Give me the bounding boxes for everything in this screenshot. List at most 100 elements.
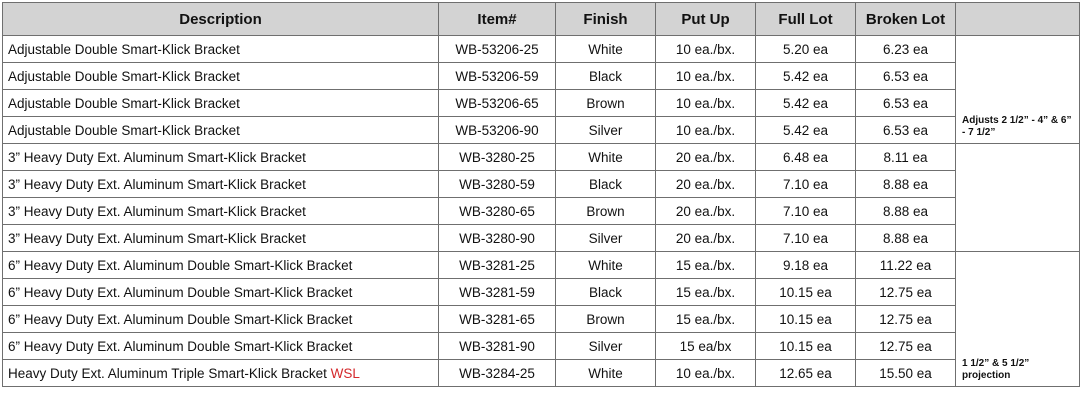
description-tag: WSL bbox=[330, 365, 360, 381]
cell-finish: Brown bbox=[555, 197, 656, 225]
cell-item-number: WB-3281-90 bbox=[438, 332, 556, 360]
table-row: 6” Heavy Duty Ext. Aluminum Double Smart… bbox=[2, 251, 1080, 387]
cell-broken-lot: 11.22 ea bbox=[855, 251, 956, 279]
cell-broken-lot: 8.11 ea bbox=[855, 143, 956, 171]
cell-broken-lot: 8.88 ea bbox=[855, 197, 956, 225]
cell-put-up: 15 ea/bx bbox=[655, 332, 756, 360]
cell-description: 3” Heavy Duty Ext. Aluminum Smart-Klick … bbox=[2, 224, 439, 252]
table-row: 6” Heavy Duty Ext. Aluminum Double Smart… bbox=[2, 305, 1080, 333]
description-text: 6” Heavy Duty Ext. Aluminum Double Smart… bbox=[8, 257, 353, 273]
cell-broken-lot: 12.75 ea bbox=[855, 332, 956, 360]
cell-finish: Silver bbox=[555, 224, 656, 252]
cell-full-lot: 5.42 ea bbox=[755, 89, 856, 117]
description-text: Adjustable Double Smart-Klick Bracket bbox=[8, 68, 240, 84]
cell-full-lot: 12.65 ea bbox=[755, 359, 856, 387]
cell-description: Adjustable Double Smart-Klick Bracket bbox=[2, 35, 439, 63]
cell-finish: Black bbox=[555, 278, 656, 306]
cell-full-lot: 10.15 ea bbox=[755, 332, 856, 360]
header-row: Description Item# Finish Put Up Full Lot… bbox=[2, 2, 1080, 36]
description-text: 3” Heavy Duty Ext. Aluminum Smart-Klick … bbox=[8, 176, 306, 192]
cell-item-number: WB-3280-25 bbox=[438, 143, 556, 171]
cell-item-number: WB-3280-65 bbox=[438, 197, 556, 225]
cell-description: 6” Heavy Duty Ext. Aluminum Double Smart… bbox=[2, 278, 439, 306]
cell-item-number: WB-3284-25 bbox=[438, 359, 556, 387]
description-text: 6” Heavy Duty Ext. Aluminum Double Smart… bbox=[8, 338, 353, 354]
cell-broken-lot: 12.75 ea bbox=[855, 278, 956, 306]
cell-description: Heavy Duty Ext. Aluminum Triple Smart-Kl… bbox=[2, 359, 439, 387]
cell-note bbox=[955, 143, 1080, 252]
description-text: Adjustable Double Smart-Klick Bracket bbox=[8, 95, 240, 111]
cell-broken-lot: 6.53 ea bbox=[855, 62, 956, 90]
cell-finish: White bbox=[555, 35, 656, 63]
cell-put-up: 15 ea./bx. bbox=[655, 251, 756, 279]
cell-put-up: 20 ea./bx. bbox=[655, 170, 756, 198]
cell-broken-lot: 6.53 ea bbox=[855, 89, 956, 117]
cell-description: 3” Heavy Duty Ext. Aluminum Smart-Klick … bbox=[2, 170, 439, 198]
cell-item-number: WB-3280-59 bbox=[438, 170, 556, 198]
cell-finish: White bbox=[555, 359, 656, 387]
cell-finish: Silver bbox=[555, 116, 656, 144]
table-row: 6” Heavy Duty Ext. Aluminum Double Smart… bbox=[2, 278, 1080, 306]
cell-full-lot: 7.10 ea bbox=[755, 224, 856, 252]
header-notes bbox=[955, 2, 1080, 36]
cell-broken-lot: 8.88 ea bbox=[855, 224, 956, 252]
cell-description: 3” Heavy Duty Ext. Aluminum Smart-Klick … bbox=[2, 143, 439, 171]
cell-finish: White bbox=[555, 251, 656, 279]
cell-full-lot: 10.15 ea bbox=[755, 278, 856, 306]
cell-put-up: 10 ea./bx. bbox=[655, 35, 756, 63]
cell-description: Adjustable Double Smart-Klick Bracket bbox=[2, 116, 439, 144]
table-row: 3” Heavy Duty Ext. Aluminum Smart-Klick … bbox=[2, 170, 1080, 198]
header-description: Description bbox=[2, 2, 439, 36]
cell-item-number: WB-3280-90 bbox=[438, 224, 556, 252]
cell-put-up: 10 ea./bx. bbox=[655, 359, 756, 387]
cell-full-lot: 6.48 ea bbox=[755, 143, 856, 171]
cell-item-number: WB-53206-90 bbox=[438, 116, 556, 144]
cell-full-lot: 9.18 ea bbox=[755, 251, 856, 279]
header-finish: Finish bbox=[555, 2, 656, 36]
cell-note: Adjusts 2 1/2” - 4” & 6” - 7 1/2” bbox=[955, 35, 1080, 144]
description-text: 3” Heavy Duty Ext. Aluminum Smart-Klick … bbox=[8, 149, 306, 165]
table-row: 3” Heavy Duty Ext. Aluminum Smart-Klick … bbox=[2, 224, 1080, 252]
cell-full-lot: 5.42 ea bbox=[755, 62, 856, 90]
cell-full-lot: 7.10 ea bbox=[755, 170, 856, 198]
cell-full-lot: 5.20 ea bbox=[755, 35, 856, 63]
cell-finish: Brown bbox=[555, 305, 656, 333]
description-text: 3” Heavy Duty Ext. Aluminum Smart-Klick … bbox=[8, 203, 306, 219]
table-row: Heavy Duty Ext. Aluminum Triple Smart-Kl… bbox=[2, 359, 1080, 387]
cell-full-lot: 7.10 ea bbox=[755, 197, 856, 225]
cell-put-up: 10 ea./bx. bbox=[655, 62, 756, 90]
cell-item-number: WB-53206-25 bbox=[438, 35, 556, 63]
description-text: 3” Heavy Duty Ext. Aluminum Smart-Klick … bbox=[8, 230, 306, 246]
header-item-number: Item# bbox=[438, 2, 556, 36]
description-text: Adjustable Double Smart-Klick Bracket bbox=[8, 41, 240, 57]
cell-broken-lot: 6.53 ea bbox=[855, 116, 956, 144]
cell-item-number: WB-53206-65 bbox=[438, 89, 556, 117]
table-row: Adjustable Double Smart-Klick Bracket WB-… bbox=[2, 116, 1080, 144]
header-full-lot: Full Lot bbox=[755, 2, 856, 36]
cell-description: 6” Heavy Duty Ext. Aluminum Double Smart… bbox=[2, 305, 439, 333]
description-text: 6” Heavy Duty Ext. Aluminum Double Smart… bbox=[8, 284, 353, 300]
header-broken-lot: Broken Lot bbox=[855, 2, 956, 36]
cell-description: Adjustable Double Smart-Klick Bracket bbox=[2, 62, 439, 90]
price-table: Description Item# Finish Put Up Full Lot… bbox=[2, 2, 1080, 387]
cell-broken-lot: 15.50 ea bbox=[855, 359, 956, 387]
cell-finish: Brown bbox=[555, 89, 656, 117]
cell-broken-lot: 6.23 ea bbox=[855, 35, 956, 63]
cell-put-up: 20 ea./bx. bbox=[655, 197, 756, 225]
table-row: Adjustable Double Smart-Klick Bracket WB-… bbox=[2, 89, 1080, 117]
cell-put-up: 10 ea./bx. bbox=[655, 89, 756, 117]
cell-put-up: 20 ea./bx. bbox=[655, 143, 756, 171]
description-text: Adjustable Double Smart-Klick Bracket bbox=[8, 122, 240, 138]
cell-note: 1 1/2” & 5 1/2” projection bbox=[955, 251, 1080, 387]
description-text: Heavy Duty Ext. Aluminum Triple Smart-Kl… bbox=[8, 365, 331, 381]
description-text: 6” Heavy Duty Ext. Aluminum Double Smart… bbox=[8, 311, 353, 327]
cell-full-lot: 5.42 ea bbox=[755, 116, 856, 144]
cell-finish: Black bbox=[555, 170, 656, 198]
header-put-up: Put Up bbox=[655, 2, 756, 36]
cell-item-number: WB-3281-65 bbox=[438, 305, 556, 333]
cell-put-up: 20 ea./bx. bbox=[655, 224, 756, 252]
cell-put-up: 15 ea./bx. bbox=[655, 278, 756, 306]
